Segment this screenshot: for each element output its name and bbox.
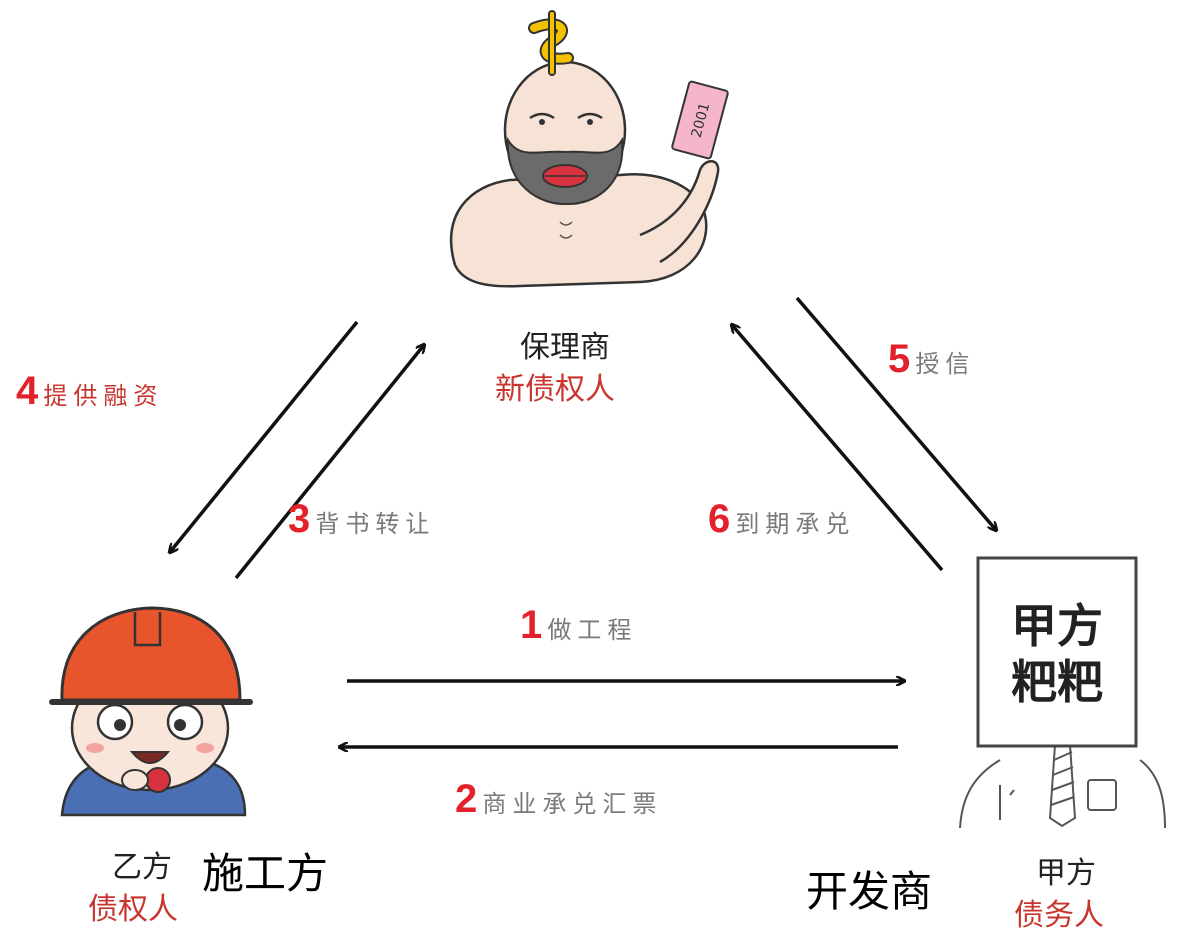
factor-role-label: 保理商 [520, 330, 610, 365]
arrow-developer-to-factor [732, 325, 944, 572]
step-6-label: 到期承兑 [735, 510, 856, 538]
step-3-number: 3 [288, 497, 311, 541]
developer-status-label: 债务人 [1014, 898, 1104, 933]
step-1-number: 1 [520, 603, 543, 647]
developer-board-text: 甲方 粑粑 [978, 598, 1136, 710]
arrow-factor-to-developer [795, 296, 996, 530]
step-4: 4 提供融资 [16, 369, 163, 414]
arrow-factor-to-contractor [170, 320, 359, 552]
money-note-icon: 2001 [671, 80, 729, 160]
step-5-number: 5 [888, 337, 911, 381]
developer-role-label: 甲方 [1036, 856, 1096, 891]
step-2: 2 商业承兑汇票 [455, 777, 662, 822]
step-2-label: 商业承兑汇票 [482, 790, 663, 818]
factor-status-label: 新债权人 [495, 372, 615, 407]
developer-board [976, 556, 1138, 748]
step-4-label: 提供融资 [43, 382, 164, 410]
board-line-2: 粑粑 [1011, 655, 1103, 709]
contractor-illustration [49, 606, 253, 817]
board-line-1: 甲方 [1011, 599, 1103, 653]
contractor-name-label: 施工方 [202, 849, 329, 898]
factor-illustration: 2001 [449, 10, 729, 288]
step-5-label: 授信 [915, 350, 976, 378]
step-3: 3 背书转让 [288, 497, 435, 542]
contractor-status-label: 债权人 [88, 892, 178, 927]
step-6: 6 到期承兑 [708, 497, 855, 542]
step-6-number: 6 [708, 497, 731, 541]
step-3-label: 背书转让 [315, 510, 436, 538]
helmet-icon [60, 606, 242, 702]
arrow-contractor-to-factor [234, 345, 424, 580]
contractor-role-label: 乙方 [112, 850, 172, 885]
dollar-icon [528, 10, 574, 76]
step-1: 1 做工程 [520, 603, 637, 648]
developer-name-label: 开发商 [806, 867, 933, 916]
step-2-number: 2 [455, 777, 478, 821]
step-4-number: 4 [16, 369, 39, 413]
step-1-label: 做工程 [547, 616, 638, 644]
developer-illustration [959, 556, 1166, 829]
step-5: 5 授信 [888, 337, 975, 382]
